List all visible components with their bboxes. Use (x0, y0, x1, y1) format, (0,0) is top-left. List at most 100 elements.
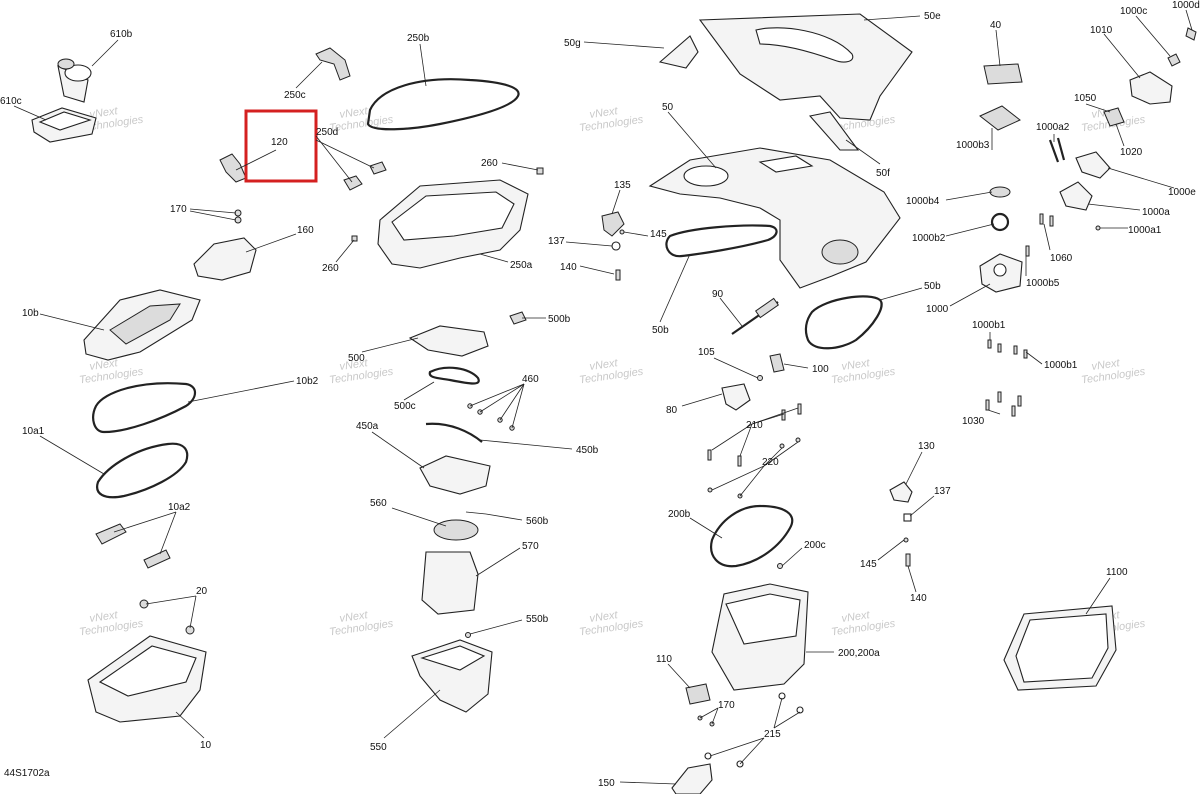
part-50b-seal-a (665, 224, 778, 258)
part-160-cover (193, 237, 257, 281)
part-10a2-strip-a (95, 523, 127, 545)
highlight-box-120 (244, 109, 318, 183)
part-50b-seal-b (804, 295, 883, 350)
label-110: 110 (656, 654, 672, 665)
part-210-screws (707, 403, 802, 467)
label-120: 120 (271, 137, 288, 148)
label-105: 105 (698, 347, 715, 358)
part-10b2-seal (92, 382, 197, 434)
part-1060-pins (1039, 213, 1054, 227)
label-50: 50 (662, 102, 674, 113)
label-250c: 250c (284, 90, 306, 101)
label-130: 130 (918, 441, 935, 452)
label-200-200a: 200,200a (838, 648, 880, 659)
part-500b-clip (509, 311, 527, 325)
label-1000a2: 1000a2 (1036, 122, 1070, 133)
label-10b: 10b (22, 308, 39, 319)
label-140: 140 (560, 262, 577, 273)
part-1030-screws (985, 391, 1022, 417)
label-50g: 50g (564, 38, 581, 49)
part-260-screw-b (351, 235, 358, 242)
part-1000b2-spring (990, 212, 1010, 232)
label-1000b5: 1000b5 (1026, 278, 1060, 289)
label-450b: 450b (576, 445, 599, 456)
watermark-text: vNext (841, 609, 871, 625)
part-1000b5-pin (1025, 245, 1030, 257)
label-220: 220 (762, 457, 779, 468)
part-145-washer-b (903, 537, 909, 543)
label-20: 20 (196, 586, 208, 597)
watermark-text: vNext (339, 357, 369, 373)
part-1000e-housing (1075, 151, 1111, 179)
label-500c: 500c (394, 401, 416, 412)
label-550b: 550b (526, 614, 549, 625)
label-1000a1: 1000a1 (1128, 225, 1162, 236)
label-500b: 500b (548, 314, 571, 325)
label-150: 150 (598, 778, 615, 789)
label-50b-b: 50b (924, 281, 941, 292)
label-560b: 560b (526, 516, 549, 527)
part-1000b4-washer (989, 186, 1011, 198)
part-137-bushing (611, 241, 621, 251)
part-250c-clip (315, 47, 351, 81)
label-215: 215 (764, 729, 781, 740)
label-10a1: 10a1 (22, 426, 45, 437)
part-560-cap (433, 519, 479, 541)
label-10b2: 10b2 (296, 376, 319, 387)
label-145: 145 (650, 229, 667, 240)
part-110-hinge (685, 683, 711, 705)
part-610b-cup (57, 58, 92, 103)
part-250d-pad-b (369, 161, 387, 175)
part-560b-pin (465, 511, 487, 515)
part-137-bushing-b (903, 513, 912, 522)
part-220-washers (707, 437, 801, 499)
part-450a-housing (419, 455, 491, 495)
label-1000a: 1000a (1142, 207, 1170, 218)
watermark-text: vNext (589, 357, 619, 373)
part-550-bin (411, 639, 493, 713)
label-40: 40 (990, 20, 1002, 31)
part-50-deck (648, 147, 901, 289)
label-135: 135 (614, 180, 631, 191)
label-250a: 250a (510, 260, 533, 271)
label-1050: 1050 (1074, 93, 1097, 104)
label-1060: 1060 (1050, 253, 1073, 264)
label-50e: 50e (924, 11, 941, 22)
label-1000b1-a: 1000b1 (972, 320, 1006, 331)
part-50g-decal (658, 35, 699, 69)
part-120-bracket (219, 153, 247, 183)
part-200-storage-bin (711, 583, 809, 691)
label-50b-a: 50b (652, 325, 669, 336)
label-1000b1-b: 1000b1 (1044, 360, 1078, 371)
label-1000e: 1000e (1168, 187, 1196, 198)
part-460-screws (467, 403, 515, 431)
diagram-reference-code: 44S1702a (4, 768, 50, 779)
part-260-screw-a (536, 167, 544, 175)
part-1010-panel (1129, 71, 1173, 105)
part-1000c-cable (1167, 53, 1181, 67)
part-1000d-pin (1185, 27, 1197, 41)
part-140-bolt (615, 269, 621, 281)
label-1030: 1030 (962, 416, 985, 427)
label-550: 550 (370, 742, 387, 753)
label-80: 80 (666, 405, 678, 416)
part-500c-wire (428, 366, 480, 385)
part-200b-seal (710, 504, 794, 568)
label-210: 210 (746, 420, 763, 431)
label-200b: 200b (668, 509, 691, 520)
part-140-bolt-b (905, 553, 911, 567)
part-40-pad (983, 63, 1023, 85)
part-200c-screw (777, 563, 783, 569)
part-250b-seal (366, 78, 520, 131)
label-10a2: 10a2 (168, 502, 191, 513)
part-450b-cable (425, 422, 483, 443)
watermark-text: vNext (89, 105, 119, 121)
